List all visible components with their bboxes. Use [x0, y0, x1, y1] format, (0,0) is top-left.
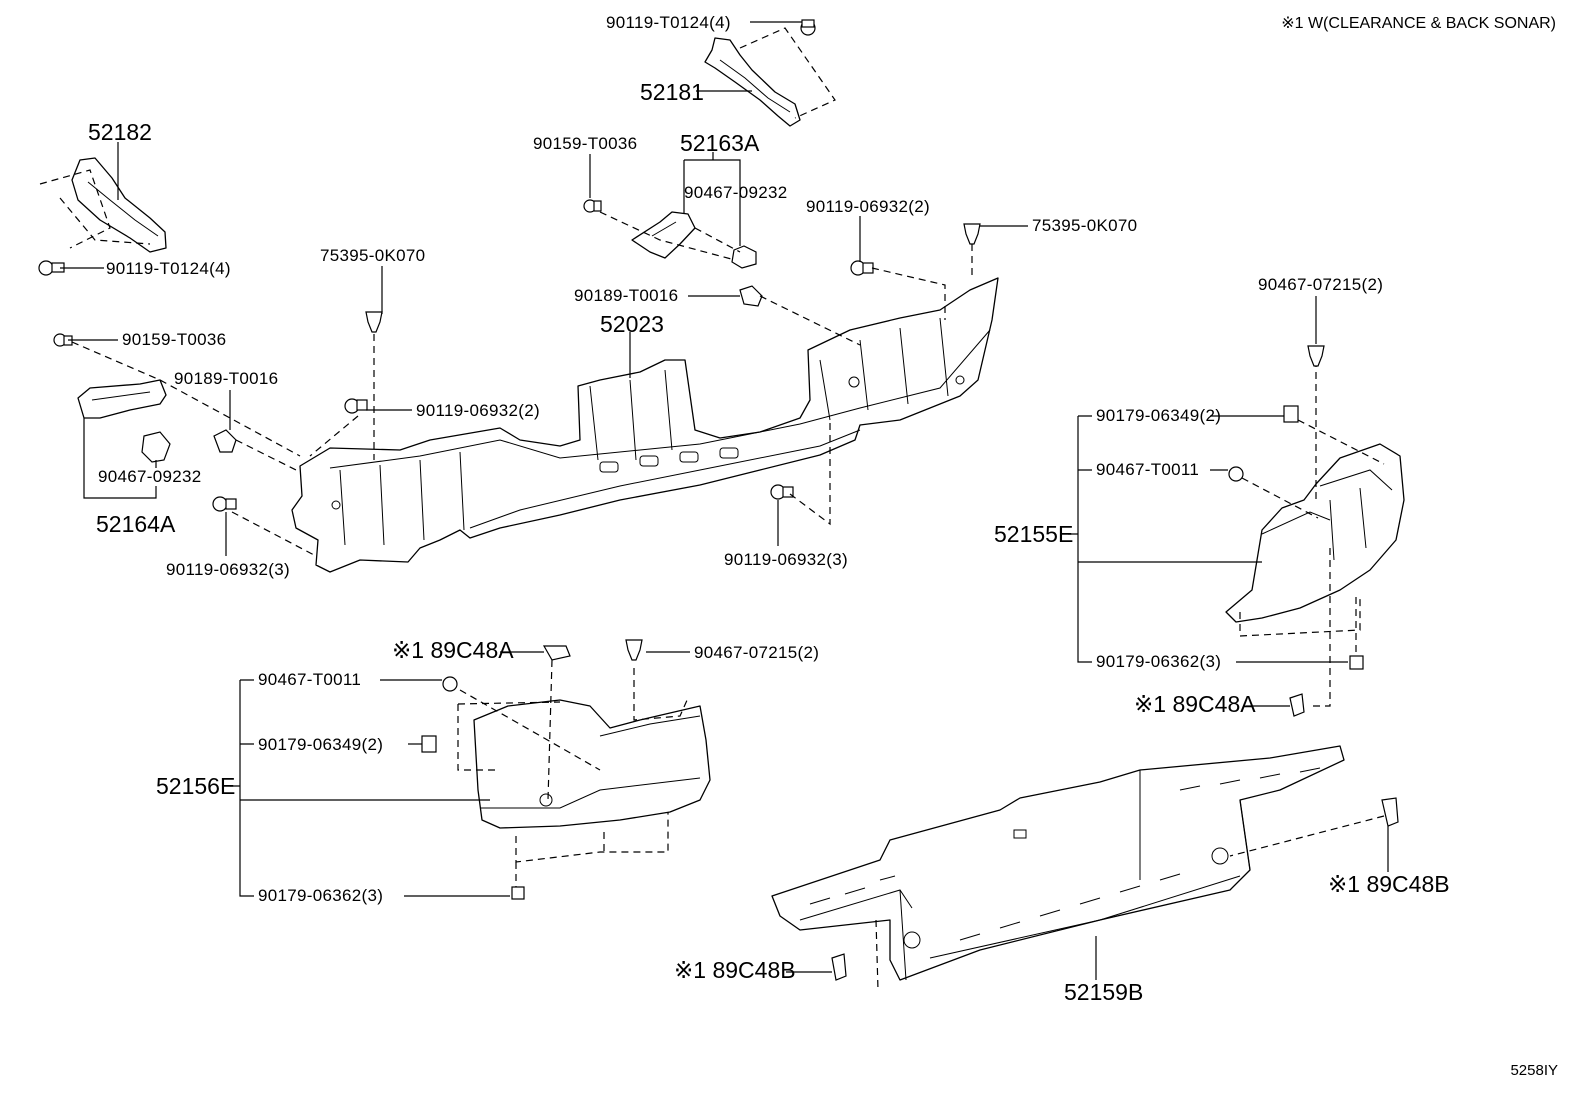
label-75395-0K070-left: 75395-0K070: [320, 246, 425, 265]
figure-id: 5258IY: [1510, 1062, 1558, 1079]
grommet-icon: [1381, 797, 1399, 827]
label-90119-06932-3-left: 90119-06932(3): [166, 560, 290, 579]
label-52159B: 52159B: [1064, 979, 1143, 1005]
clip-icon: [141, 431, 171, 463]
bolt-icon: [800, 19, 816, 36]
clip-icon: [739, 285, 763, 307]
bolt-icon: [1228, 466, 1244, 482]
part-52182-drawing: [39, 157, 167, 253]
label-90179-06362-left: 90179-06362(3): [258, 886, 383, 905]
label-89C48A-mid: ※1 89C48A: [392, 637, 514, 663]
grommet-icon: [1289, 693, 1305, 717]
label-90179-06349-left: 90179-06349(2): [258, 735, 383, 754]
label-52164A: 52164A: [96, 511, 176, 537]
label-89C48B-left: ※1 89C48B: [674, 957, 796, 983]
bolt-icon: [770, 484, 794, 500]
label-90467-09232-left: 90467-09232: [98, 467, 202, 486]
nut-icon: [421, 735, 437, 753]
label-90119-06932-2-left: 90119-06932(2): [416, 401, 540, 420]
label-52155E: 52155E: [994, 521, 1073, 547]
push-rivet-icon: [365, 311, 383, 333]
grommet-icon: [542, 645, 571, 661]
label-90119-06932-3-mid: 90119-06932(3): [724, 550, 848, 569]
label-90119-T0124-top: 90119-T0124(4): [606, 13, 731, 32]
bolt-icon: [344, 398, 368, 414]
label-52182: 52182: [88, 119, 152, 145]
nut-icon: [511, 886, 525, 900]
label-90467-07215-right: 90467-07215(2): [1258, 275, 1383, 294]
part-52163A-drawing: [631, 211, 696, 259]
label-90189-T0016-left: 90189-T0016: [174, 369, 278, 388]
grommet-icon: [831, 953, 847, 981]
label-52023: 52023: [600, 311, 664, 337]
label-89C48B-right: ※1 89C48B: [1328, 871, 1450, 897]
clip-icon: [731, 245, 757, 269]
label-90159-T0036-left: 90159-T0036: [122, 330, 226, 349]
part-52155E-drawing: [1225, 443, 1405, 623]
label-90467-T0011-right: 90467-T0011: [1096, 460, 1199, 479]
push-rivet-icon: [625, 639, 643, 661]
label-90189-T0016-mid: 90189-T0016: [574, 286, 678, 305]
label-90159-T0036-mid: 90159-T0036: [533, 134, 637, 153]
label-90179-06349-right: 90179-06349(2): [1096, 406, 1221, 425]
label-52163A: 52163A: [680, 130, 760, 156]
bolt-icon: [212, 496, 237, 512]
nut-icon: [1283, 405, 1299, 423]
label-90119-T0124-left: 90119-T0124(4): [106, 259, 231, 278]
label-90179-06362-right: 90179-06362(3): [1096, 652, 1221, 671]
label-90467-09232-mid: 90467-09232: [684, 183, 788, 202]
part-52164A-drawing: [77, 379, 167, 419]
part-52181-drawing: [704, 27, 836, 127]
label-90119-06932-2-right: 90119-06932(2): [806, 197, 930, 216]
bolt-icon: [850, 260, 874, 276]
nut-icon: [1349, 655, 1364, 670]
part-52023-drawing: [291, 277, 999, 573]
bolt-icon: [38, 260, 65, 276]
label-90467-T0011-left: 90467-T0011: [258, 670, 361, 689]
part-52159B-drawing: [771, 745, 1345, 981]
label-52181: 52181: [640, 79, 704, 105]
label-75395-0K070-right: 75395-0K070: [1032, 216, 1137, 235]
label-89C48A-right: ※1 89C48A: [1134, 691, 1256, 717]
push-rivet-icon: [963, 223, 981, 245]
bolt-icon: [442, 676, 458, 692]
part-52156E-drawing: [473, 699, 711, 829]
push-rivet-icon: [1307, 345, 1325, 367]
screw-icon: [583, 199, 602, 213]
clip-icon: [213, 429, 237, 453]
header-note: ※1 W(CLEARANCE & BACK SONAR): [1281, 15, 1556, 32]
label-90467-07215-mid: 90467-07215(2): [694, 643, 819, 662]
label-52156E: 52156E: [156, 773, 235, 799]
